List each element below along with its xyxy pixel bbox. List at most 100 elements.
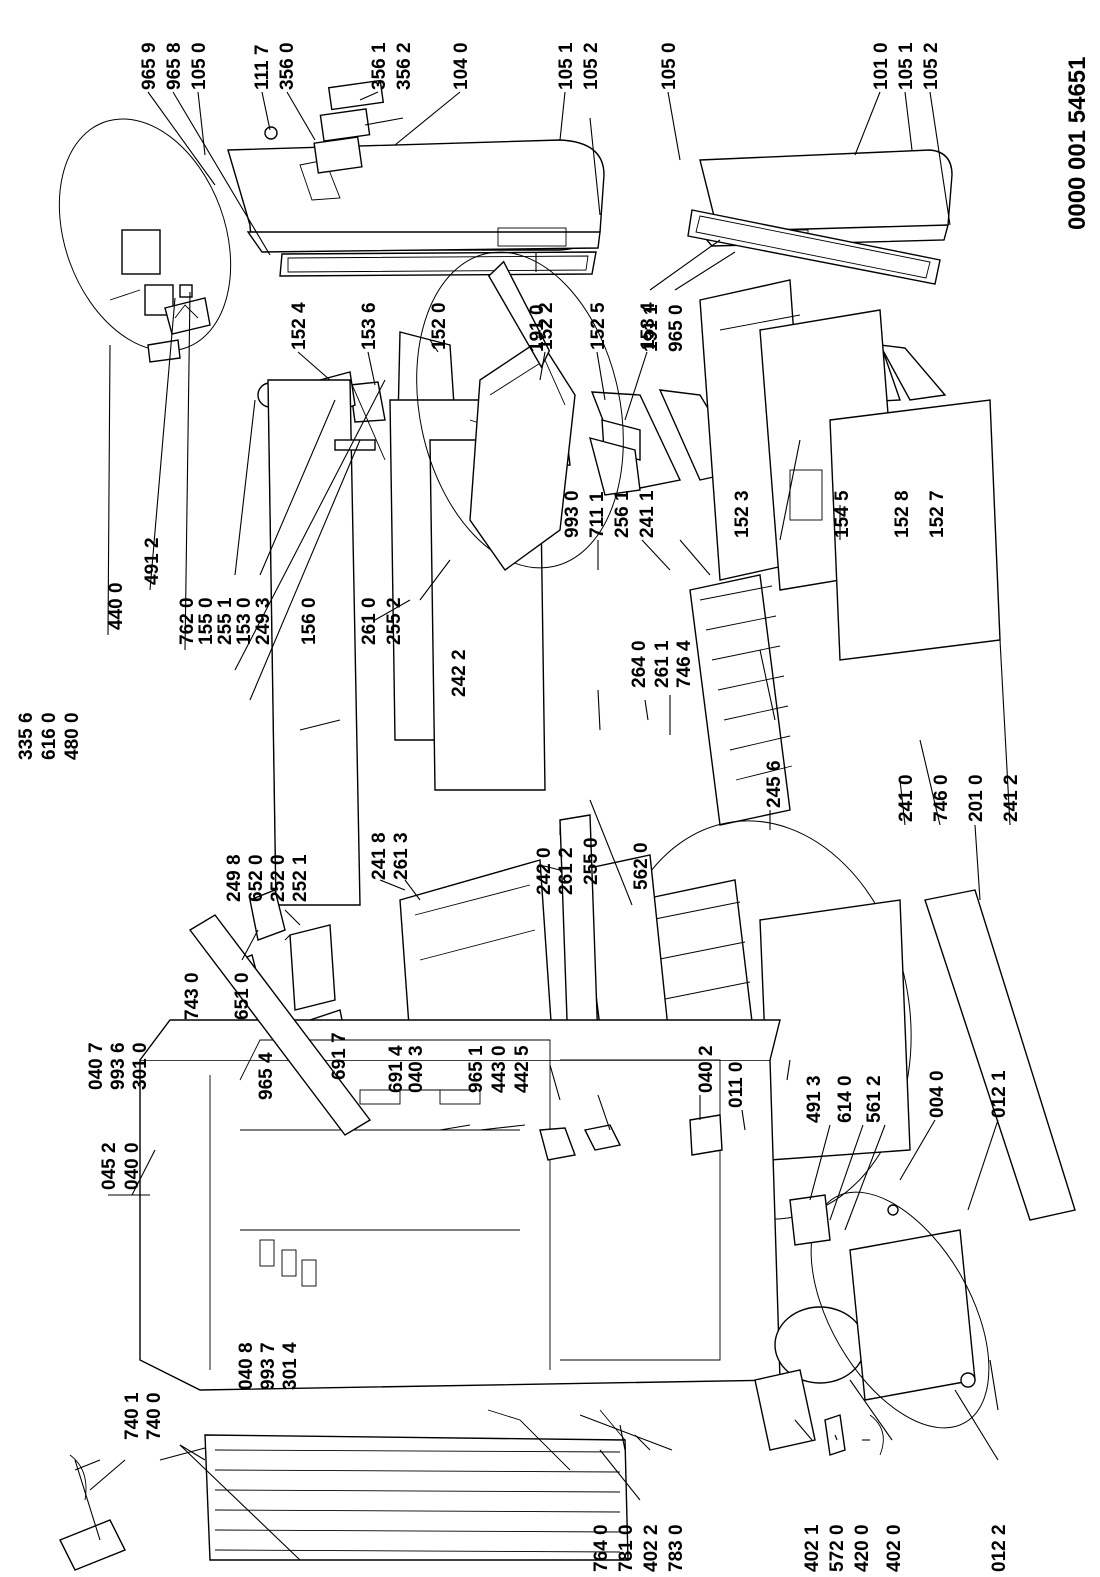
wire-shelf — [689, 574, 793, 826]
label: 153 4 — [638, 302, 659, 350]
label: 740 1 — [122, 1392, 143, 1440]
glass-shelves — [267, 379, 561, 906]
label: 651 0 — [232, 972, 253, 1020]
label: 040 3 — [406, 1045, 427, 1093]
label: 004 0 — [927, 1070, 948, 1118]
label: 201 0 — [966, 774, 987, 822]
label: 105 1 — [556, 42, 577, 90]
label: 711 1 — [587, 491, 608, 538]
label: 691 4 — [386, 1045, 407, 1093]
label: 152 7 — [927, 490, 948, 538]
label-965-0-shown: 965 0 — [666, 304, 687, 352]
label: 241 2 — [1001, 774, 1022, 822]
label: 261 3 — [391, 832, 412, 880]
label: 040 0 — [122, 1142, 143, 1190]
label: 264 0 — [629, 640, 650, 688]
label: 040 8 — [236, 1342, 257, 1390]
label: 783 0 — [666, 1524, 687, 1572]
label: 241 8 — [369, 832, 390, 880]
label: 356 0 — [277, 42, 298, 90]
label: 241 0 — [896, 774, 917, 822]
label: 356 2 — [394, 42, 415, 90]
label: 614 0 — [835, 1075, 856, 1123]
label: 252 0 — [268, 854, 289, 902]
rear-panel — [924, 889, 1076, 1221]
label: 743 0 — [182, 972, 203, 1020]
label: 993 7 — [258, 1342, 279, 1390]
label: 249 8 — [224, 854, 245, 902]
cabinet — [139, 1019, 781, 1391]
label: 105 2 — [921, 42, 942, 90]
label-191-1-shown: 191 1 — [641, 304, 662, 352]
label: 242 2 — [449, 649, 470, 697]
label: 152 4 — [289, 302, 310, 350]
label: 152 2 — [536, 302, 557, 350]
label: 691 7 — [329, 1032, 350, 1080]
label: 301 4 — [280, 1342, 301, 1390]
part-labels: 965 9 965 8 105 0 111 7 356 0 356 1 356 … — [16, 42, 1022, 1572]
label: 652 0 — [246, 854, 267, 902]
crisper-group — [416, 251, 624, 571]
label: 111 7 — [252, 45, 273, 90]
label: 762 0 — [177, 597, 198, 645]
label: 152 0 — [429, 302, 450, 350]
label: 105 0 — [189, 42, 210, 90]
label: 740 0 — [144, 1392, 165, 1440]
label: 562 0 — [631, 842, 652, 890]
label: 781 0 — [616, 1524, 637, 1572]
label: 261 1 — [652, 640, 673, 688]
label: 440 0 — [106, 582, 127, 630]
label: 301 0 — [130, 1042, 151, 1090]
control-panel-parts — [264, 79, 385, 174]
label: 101 0 — [871, 42, 892, 90]
air-duct — [188, 914, 372, 1136]
label: 746 4 — [674, 640, 695, 688]
label: 443 0 — [489, 1045, 510, 1093]
label: 255 0 — [581, 837, 602, 885]
leader-lines — [74, 91, 1011, 1561]
label: 356 1 — [369, 42, 390, 90]
label: 965 1 — [466, 1045, 487, 1093]
condenser-coil — [204, 1409, 629, 1561]
label: 152 3 — [732, 490, 753, 538]
gasket-visible: 191 0 191 1 965 0 — [527, 304, 687, 352]
label-191-0-shown: 191 0 — [527, 304, 548, 352]
drawing-code: 0000 001 54651 — [1064, 56, 1091, 230]
label: 335 6 — [16, 712, 37, 760]
freezer-drawers — [699, 279, 1001, 661]
compressor-group — [754, 1191, 990, 1456]
label: 255 1 — [215, 597, 236, 645]
label: 993 0 — [562, 490, 583, 538]
label: 040 7 — [86, 1042, 107, 1090]
label: 252 1 — [290, 854, 311, 902]
label: 154 5 — [832, 490, 853, 538]
label: 746 0 — [931, 774, 952, 822]
label: 491 3 — [804, 1075, 825, 1123]
label: 480 0 — [62, 712, 83, 760]
label: 965 9 — [139, 42, 160, 90]
label: 402 1 — [802, 1524, 823, 1572]
label: 105 2 — [581, 42, 602, 90]
label: 764 0 — [591, 1524, 612, 1572]
label: 261 2 — [556, 847, 577, 895]
label: 045 2 — [99, 1142, 120, 1190]
door-small — [687, 149, 953, 285]
label: 402 2 — [641, 1524, 662, 1572]
label: 402 0 — [884, 1524, 905, 1572]
door-large — [227, 139, 605, 277]
label: 152 5 — [588, 302, 609, 350]
label: 442 5 — [512, 1045, 533, 1093]
label: 104 0 — [451, 42, 472, 90]
label: 242 0 — [534, 847, 555, 895]
label: 152 8 — [892, 490, 913, 538]
label: 965 4 — [256, 1052, 277, 1100]
label: 255 2 — [384, 597, 405, 645]
label: 245 6 — [764, 760, 785, 808]
label: 256 1 — [612, 490, 633, 538]
label: 105 0 — [659, 42, 680, 90]
label: 965 8 — [164, 42, 185, 90]
label: 616 0 — [39, 712, 60, 760]
thermostat-group — [58, 118, 232, 363]
label: 249 3 — [253, 597, 274, 645]
